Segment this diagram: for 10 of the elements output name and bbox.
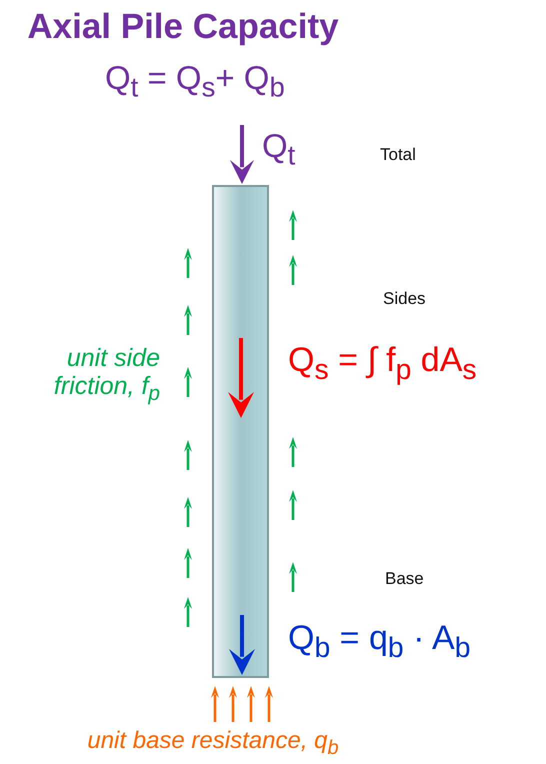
force-label: Q$_{t}$ (262, 128, 296, 171)
resistance-label: unit base resistance, q$_{b}$ (86, 728, 340, 759)
section-label: Base (385, 570, 424, 589)
formula: Q$_{s}$ = ∫ f$_{p}$ dA$_{s}$ (288, 342, 477, 386)
formula: Q$_{t}$ = Q$_{s}$+ Q$_{b}$ (105, 60, 285, 103)
section-label: Sides (383, 290, 426, 309)
section-label: Total (380, 146, 416, 165)
formula: Q$_{b}$ = q$_{b}$ · A$_{b}$ (288, 620, 470, 664)
title: Axial Pile Capacity (26, 8, 340, 46)
friction-label: unit side friction, f$_{p}$ (52, 345, 160, 406)
